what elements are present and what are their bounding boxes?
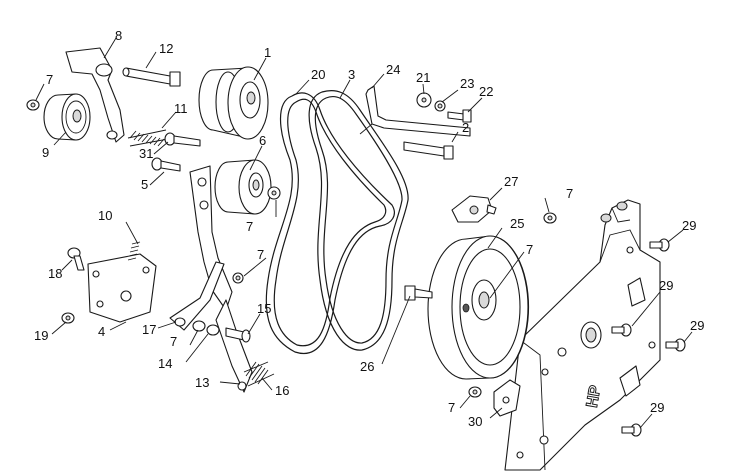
callout-7-f: 7	[170, 334, 177, 349]
callout-22: 22	[479, 84, 493, 99]
callout-17: 17	[142, 322, 156, 337]
callout-8: 8	[115, 28, 122, 43]
callout-20: 20	[311, 67, 325, 82]
leader-lines	[35, 37, 693, 429]
bolt-29-a	[649, 238, 670, 252]
callout-27: 27	[504, 174, 518, 189]
spring-10	[127, 241, 141, 261]
callout-29-a: 29	[682, 218, 696, 233]
nut-7-pulley6	[267, 186, 281, 200]
frame-panel: HP	[504, 199, 661, 471]
callout-7-c: 7	[257, 247, 264, 262]
bolt-22	[447, 109, 472, 123]
belt-20	[265, 92, 395, 355]
belt-3	[308, 89, 409, 351]
callout-18: 18	[48, 266, 62, 281]
callout-31: 31	[139, 146, 153, 161]
callout-29-b: 29	[659, 278, 673, 293]
callout-23: 23	[460, 76, 474, 91]
callout-4: 4	[98, 324, 105, 339]
callout-9: 9	[42, 145, 49, 160]
callout-26: 26	[360, 359, 374, 374]
drive-pulley	[427, 235, 530, 380]
nut-7-lower	[468, 386, 482, 398]
callout-2: 2	[462, 120, 469, 135]
callout-24: 24	[386, 62, 400, 77]
callout-6: 6	[259, 133, 266, 148]
nut-7-left	[26, 99, 40, 111]
callout-21: 21	[416, 70, 430, 85]
callout-15: 15	[257, 301, 271, 316]
callout-13: 13	[195, 375, 209, 390]
callout-29-c: 29	[690, 318, 704, 333]
pulley-6	[214, 159, 272, 215]
callout-11: 11	[174, 101, 188, 116]
screw-19	[61, 312, 75, 324]
idler-pulley-1	[198, 66, 269, 140]
plate-4	[87, 253, 157, 323]
callout-7-g: 7	[448, 400, 455, 415]
pulley-9	[43, 93, 91, 141]
bracket-27	[451, 195, 497, 223]
callout-labels: 1 2 3 4 5 6 7 7 7 7 7 7 7 8 9 10 11 12 1…	[34, 28, 704, 429]
bolt-26	[404, 285, 433, 301]
callout-7-d: 7	[566, 186, 573, 201]
idler-arm-8	[65, 47, 125, 143]
bolt-2	[403, 141, 454, 160]
bolt-5	[151, 157, 181, 172]
bracket-30	[493, 379, 521, 417]
callout-1: 1	[264, 45, 271, 60]
callout-7-e: 7	[526, 242, 533, 257]
bolt-18	[67, 247, 85, 271]
bolt-15	[225, 327, 251, 343]
callout-25: 25	[510, 216, 524, 231]
frame-emboss-text: HP	[584, 384, 605, 409]
linkage-arm	[169, 165, 253, 393]
callout-5: 5	[141, 177, 148, 192]
bolt-29-b	[611, 323, 632, 337]
washer-21	[416, 92, 432, 108]
spring-11	[127, 129, 169, 147]
callout-19: 19	[34, 328, 48, 343]
nut-7-bracket27	[543, 212, 557, 224]
bolt-29-d	[621, 423, 642, 437]
callout-10: 10	[98, 208, 112, 223]
rod-24	[359, 85, 471, 137]
spring-16	[243, 361, 275, 387]
callout-16: 16	[275, 383, 289, 398]
nut-7-mid	[232, 272, 244, 284]
washer-23	[434, 100, 446, 112]
callout-3: 3	[348, 67, 355, 82]
callout-7-a: 7	[46, 72, 53, 87]
shaft-12	[122, 67, 181, 87]
callout-12: 12	[159, 41, 173, 56]
callout-7-b: 7	[246, 219, 253, 234]
callout-14: 14	[158, 356, 172, 371]
callout-29-d: 29	[650, 400, 664, 415]
bolt-31	[164, 132, 201, 147]
callout-30: 30	[468, 414, 482, 429]
bolt-29-c	[665, 338, 686, 352]
